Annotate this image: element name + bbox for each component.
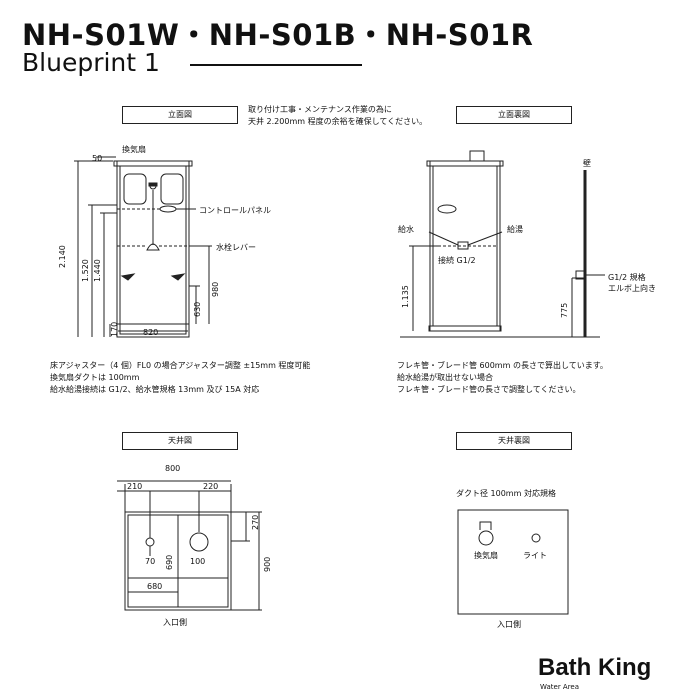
notes-right-line1: フレキ管・ブレード管 600mm の長さで算出しています。 [397,361,608,370]
rear-vent-hole [437,204,457,214]
dim-label-800: 800 [165,464,181,473]
front-fan-label: 換気扇 [122,145,146,154]
leader-water [428,231,459,246]
notes-right-line2: 給水給湯が取出せない場合 [397,373,493,382]
control-panel-shape [159,205,177,213]
front-window-right [160,173,184,205]
dim-label-100: 100 [190,557,206,566]
ceiling-rear-view-label: 天井裏図 [456,432,572,450]
notes-left-line1: 床アジャスター（4 個）FL0 の場合アジャスター調整 ±15mm 程度可能 [50,361,311,370]
dim-label-630: 630 [193,301,202,317]
elbow-label-2: エルボ上向き [608,284,656,293]
shower-bar [148,182,158,187]
faucet-shape [146,243,160,251]
dim-label-980: 980 [211,281,220,297]
ceiling-entrance-label: 入口側 [163,618,187,627]
front-unit-body [116,160,190,338]
ceiling-rear-fan-label: 換気扇 [474,551,498,560]
wall-label: 壁 [583,159,591,168]
dim-label-680: 680 [147,582,163,591]
dim-label-900: 900 [263,556,272,572]
notes-left: 床アジャスター（4 個）FL0 の場合アジャスター調整 ±15mm 程度可能 換… [50,360,310,396]
notes-left-line2: 換気扇ダクトは 100mm [50,373,140,382]
front-handle-left [120,273,136,281]
notes-left-line3: 給水給湯接続は G1/2、給水管規格 13mm 及び 15A 対応 [50,385,260,394]
front-window-left [123,173,147,205]
dim-label-775: 775 [560,302,569,318]
ceiling-rear-light-label: ライト [523,551,547,560]
front-view-label: 立面図 [122,106,238,124]
rear-unit-top [426,160,504,167]
dim-label-1440: 1.440 [93,259,102,282]
dim-label-210: 210 [127,482,143,491]
subtitle-rule [190,64,362,66]
ceiling-rear-entrance-label: 入口側 [497,620,521,629]
elbow-label-1: G1/2 規格 [608,273,646,282]
brand-tagline: Water Area [540,683,580,691]
water-supply-label: 給水 [398,225,414,234]
install-note: 取り付け工事・メンテナンス作業の為に 天井 2.200mm 程度の余裕を確保して… [248,104,427,128]
dim-label-70: 70 [145,557,156,566]
install-note-line2: 天井 2.200mm 程度の余裕を確保してください。 [248,117,428,126]
ceiling-view-label: 天井図 [122,432,238,450]
dim-label-1135: 1.135 [401,285,410,308]
ceiling-fan-circle [189,532,209,552]
notes-right-line3: フレキ管・ブレード管の長さで調整してください。 [397,385,581,394]
notes-right: フレキ管・ブレード管 600mm の長さで算出しています。 給水給湯が取出せない… [397,360,608,396]
front-unit-top [113,160,193,167]
hot-water-label: 給湯 [507,225,523,234]
front-handle-right [170,273,186,281]
dim-label-50: 50 [92,154,103,163]
ceiling-light-circle [145,537,155,547]
install-note-line1: 取り付け工事・メンテナンス作業の為に [248,105,392,114]
dim-label-1520: 1.520 [81,259,90,282]
dim-label-270: 270 [251,514,260,530]
ceiling-rear-light [531,533,541,543]
rear-fan-box [469,150,485,162]
dim-label-2140: 2.140 [58,245,67,268]
ceiling-rear-fan [478,530,494,546]
dim-label-170: 170 [110,321,119,337]
page-title: NH-S01W・NH-S01B・NH-S01R [22,18,534,52]
front-unit-inner [119,165,187,335]
rear-unit-base [428,325,502,332]
brand-logo: Bath King [538,654,652,681]
dim-label-690: 690 [165,554,174,570]
duct-note: ダクト径 100mm 対応規格 [456,489,556,498]
dim-label-220: 220 [203,482,219,491]
ceiling-outer [124,511,232,611]
rear-view-label: 立面裏図 [456,106,572,124]
page-subtitle: Blueprint 1 [22,48,160,77]
control-panel-label: コントロールパネル [199,206,271,215]
leader-hot-water [467,231,503,246]
duct-bracket [479,521,492,530]
dim-label-820: 820 [143,328,159,337]
faucet-lever-label: 水栓レバー [216,243,256,252]
connection-label: 接続 G1/2 [438,256,476,265]
ceiling-rear-outer [457,509,569,615]
